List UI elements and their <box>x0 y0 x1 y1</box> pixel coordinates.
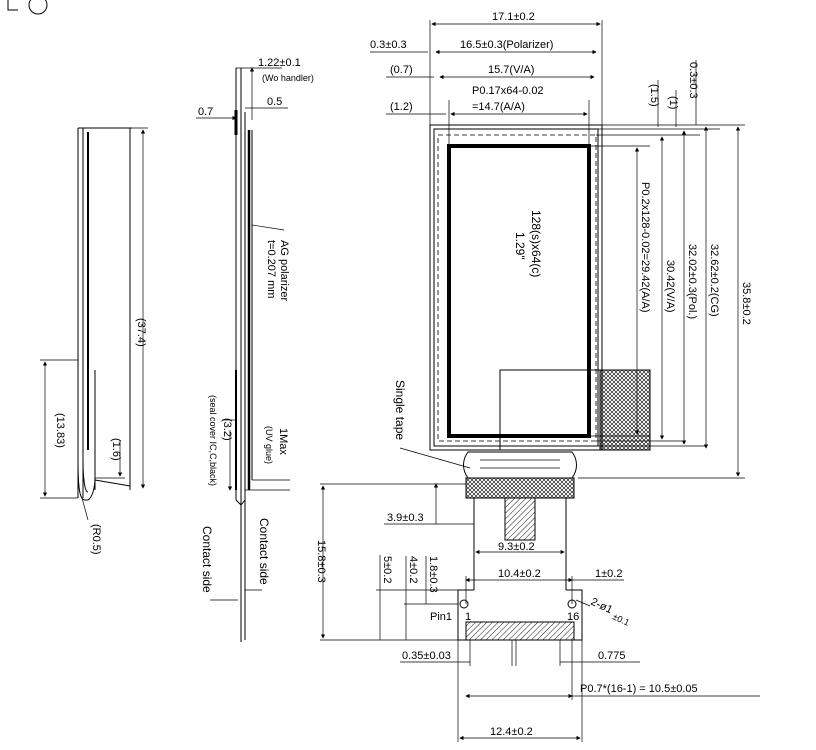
dim-thickness: 1.22±0.1 <box>258 57 301 69</box>
dim-va-height: 30.42(V/A) <box>664 260 676 313</box>
dim-polarizer-width: 16.5±0.3(Polarizer) <box>460 39 553 51</box>
dim-hole: 2-ø1 <box>589 596 615 616</box>
fpc-pins <box>465 621 575 641</box>
pin-first: 1 <box>465 611 471 623</box>
active-area <box>447 144 591 438</box>
dim-fpc-length: 15.8±0.3 <box>315 540 327 583</box>
dim-hole-tolerance: ±0.1 <box>611 611 631 627</box>
dim-9-3: 9.3±0.2 <box>498 541 535 553</box>
dim-right-offset: 0.5 <box>267 96 282 108</box>
dim-12-4: 12.4±0.2 <box>490 726 533 738</box>
dim-pitch-line1: P0.17x64-0.02 <box>472 85 544 97</box>
dim-radius: (R0.5) <box>90 524 102 555</box>
diagonal-label: 1.29" <box>513 232 527 260</box>
dim-pol-height: 32.02±0.3(Pol.) <box>686 244 698 319</box>
dim-5: 5±0.2 <box>381 556 393 583</box>
dim-1-8: 1.8±0.3 <box>427 556 439 593</box>
dim-0-35: 0.35±0.03 <box>402 650 451 662</box>
contact-side-right: Contact side <box>257 518 271 585</box>
dim-thickness-note: (Wo handler) <box>262 73 314 83</box>
pin-last: 16 <box>567 611 579 623</box>
dim-top-1-5: (1.5) <box>648 84 660 107</box>
dim-total-height: 35.8±0.2 <box>740 282 752 325</box>
dim-pitch-line2: =14.7(A/A) <box>472 101 525 113</box>
polarizer-label: AG polarizer <box>278 240 290 301</box>
dim-4: 4±0.2 <box>407 556 419 583</box>
uv-note: (UV glue) <box>264 426 274 464</box>
dim-pin-pitch: P0.7*(16-1) = 10.5±0.05 <box>580 683 698 695</box>
driver-ic <box>599 369 651 451</box>
dim-seal: (3.2) <box>221 418 233 441</box>
section-view: 1.22±0.1 (Wo handler) 0.7 0.5 AG polariz… <box>196 57 314 642</box>
dim-lower-length: (13.83) <box>54 413 66 448</box>
resolution-label: 128(s)x64(c) <box>529 210 543 277</box>
dim-step: (1.6) <box>110 438 122 461</box>
polarizer-thickness: t=0.207 mm <box>265 240 277 298</box>
dim-3-9: 3.9±0.3 <box>387 512 424 524</box>
dim-uv-max: 1Max <box>277 428 289 455</box>
side-view: (37.4) (13.83) (1.6) (R0.5) <box>40 127 148 555</box>
pin1-label: Pin1 <box>430 611 452 623</box>
dim-cg-width: 17.1±0.2 <box>492 11 535 23</box>
single-tape-label: Single tape <box>393 380 407 440</box>
seal-note: (seal cover IC,C,black) <box>208 395 218 486</box>
dim-offset: 0.3±0.3 <box>370 39 407 51</box>
dim-left-offset: 0.7 <box>198 106 213 118</box>
dim-aa-height: P0.2x128-0.02=29.42(A/A) <box>639 182 651 313</box>
contact-side-left: Contact side <box>200 526 214 593</box>
front-view: 128(s)x64(c) 1.29" 1 16 Pin1 17.1±0.2 0.… <box>315 11 760 742</box>
corner-symbol <box>7 0 48 15</box>
dim-overall-length: (37.4) <box>135 318 147 347</box>
dim-1: 1±0.2 <box>595 568 622 580</box>
dim-0-775: 0.775 <box>598 650 626 662</box>
dim-cg-height-text: 32.62±0.2(CG) <box>708 244 720 317</box>
dim-va-width: 15.7(V/A) <box>488 64 534 76</box>
dim-10-4: 10.4±0.2 <box>498 568 541 580</box>
dim-top-0-3: 0.3±0.3 <box>687 62 699 99</box>
dim-aa-offset: (1.2) <box>390 101 413 113</box>
dim-va-offset: (0.7) <box>390 64 413 76</box>
dim-top-1: (1) <box>667 96 679 109</box>
